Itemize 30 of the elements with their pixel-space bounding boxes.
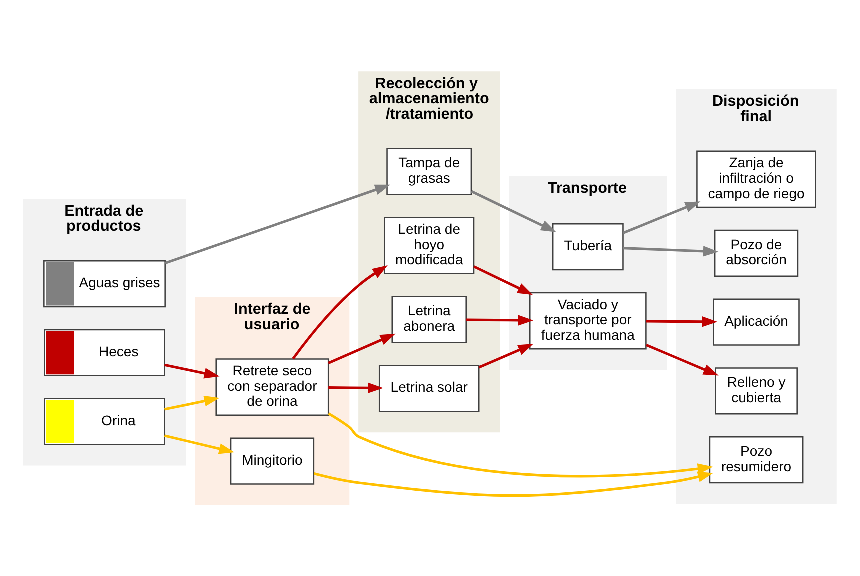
arrow: [314, 471, 714, 497]
arrow: [328, 382, 384, 393]
node-box: Mingitorio: [230, 437, 315, 484]
arrow: [165, 184, 391, 264]
node-box: Letrina de hoyo modificada: [384, 216, 475, 274]
node-box: Tubería: [552, 222, 624, 270]
arrow: [646, 316, 718, 327]
arrow: [478, 344, 534, 368]
node-box: Zanja de infiltración o campo de riego: [696, 150, 816, 208]
node-box: Vaciado y transporte por fuerza humana: [529, 292, 647, 350]
node-box: Pozo de absorción: [714, 229, 799, 277]
node-box: Letrina solar: [378, 364, 480, 412]
arrow: [164, 434, 235, 454]
node-box: Tampa de grasas: [386, 148, 472, 195]
arrow: [164, 395, 220, 410]
arrow: [646, 344, 719, 376]
node-box: Relleno y cubierta: [715, 367, 798, 414]
arrow: [164, 363, 220, 378]
node-box: Retrete seco con separador de orina: [216, 358, 330, 416]
arrow: [466, 314, 534, 326]
node-box: Aplicación: [713, 298, 800, 346]
node-box: Pozo resumidero: [709, 436, 804, 484]
arrow: [328, 333, 396, 364]
arrow: [471, 190, 556, 232]
arrow: [474, 265, 534, 295]
arrow: [328, 412, 714, 478]
arrow: [292, 265, 388, 360]
arrow: [623, 246, 719, 256]
arrow: [622, 201, 701, 234]
node-box: Letrina abonera: [392, 296, 467, 343]
